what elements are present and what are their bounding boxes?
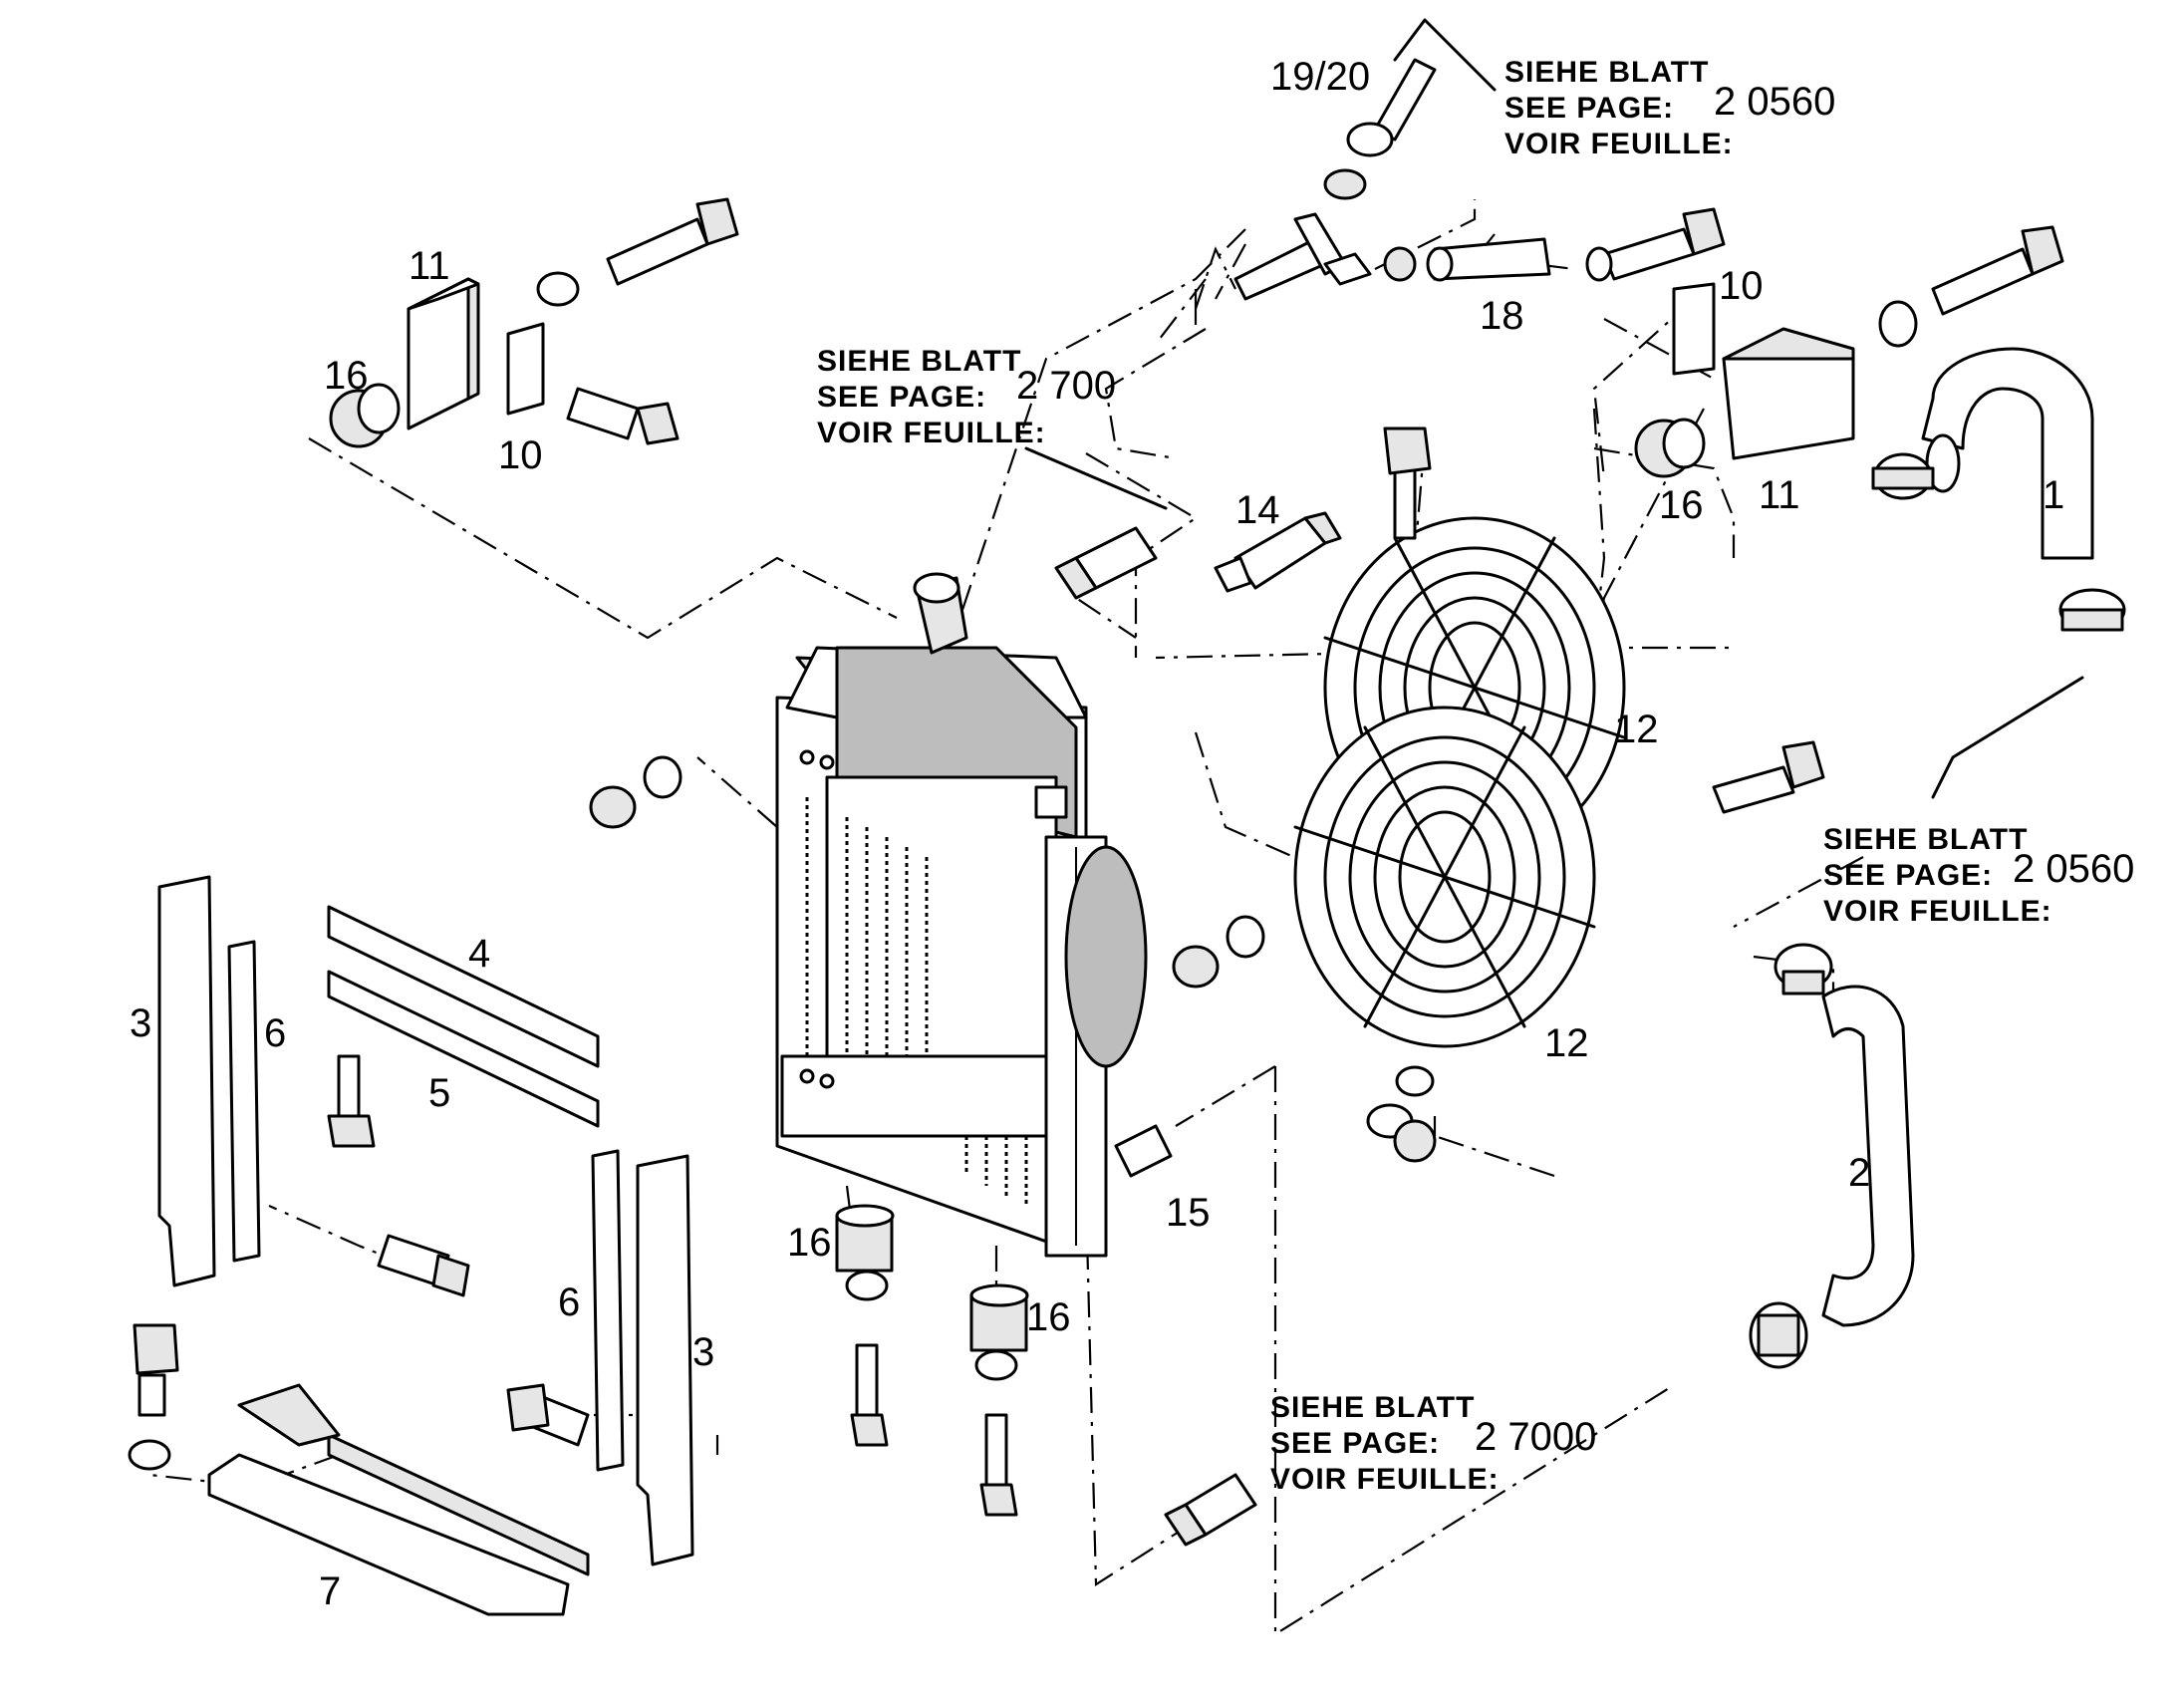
side-strip-left xyxy=(227,940,261,1263)
part-labels: 1 2 3 3 4 5 6 6 7 10 10 11 11 12 12 14 1… xyxy=(130,55,2064,1613)
label-mount-right-top: 16 xyxy=(1659,483,1704,527)
fitting-upper xyxy=(1054,526,1158,600)
strip-upper xyxy=(327,905,600,1068)
label-angle-bracket-right: 11 xyxy=(1759,473,1800,517)
ref-line1: SIEHE BLATT xyxy=(1270,1391,1475,1424)
ref-page: 2 7000 xyxy=(1475,1415,1596,1459)
ref-line1: SIEHE BLATT xyxy=(1823,823,2028,856)
label-drain-fitting: 15 xyxy=(1166,1191,1211,1235)
label-plate-left: 10 xyxy=(498,433,543,477)
plate-left xyxy=(506,322,545,416)
ref-line3: VOIR FEUILLE: xyxy=(1270,1463,1500,1496)
label-angle-bracket-left: 11 xyxy=(409,244,450,288)
y-fitting xyxy=(1233,58,1437,301)
label-fan-guard-upper: 12 xyxy=(1614,708,1659,751)
label-y-fitting: 19/20 xyxy=(1270,55,1370,99)
ref-line2: SEE PAGE: xyxy=(817,381,986,414)
label-side-strip-right: 6 xyxy=(558,1280,580,1324)
ref-line1: SIEHE BLATT xyxy=(1504,56,1709,89)
reference-block-right: SIEHE BLATT SEE PAGE: VOIR FEUILLE: 2 05… xyxy=(1823,676,2134,928)
reference-block-center: SIEHE BLATT SEE PAGE: VOIR FEUILLE: 2 70… xyxy=(817,345,1168,510)
temp-switch xyxy=(1214,511,1342,593)
side-bracket-right xyxy=(636,1154,694,1566)
radiator-assembly xyxy=(775,572,1148,1258)
label-temp-switch: 14 xyxy=(1235,488,1280,532)
hose-lower xyxy=(1821,985,1915,1327)
label-side-bracket-right: 3 xyxy=(692,1330,714,1374)
ref-page: 2 0560 xyxy=(2013,847,2134,891)
strip-lower xyxy=(327,970,600,1128)
label-strip-upper: 4 xyxy=(468,932,490,976)
ref-page: 2 0560 xyxy=(1714,80,1835,124)
ref-line1: SIEHE BLATT xyxy=(817,345,1021,378)
ref-line3: VOIR FEUILLE: xyxy=(1823,895,2052,928)
label-mount-left-top: 16 xyxy=(324,354,369,398)
bolts xyxy=(133,197,2064,1517)
angle-bracket-left xyxy=(407,277,480,430)
fitting-lower xyxy=(1164,1473,1257,1547)
plate-right xyxy=(1672,282,1716,376)
label-hose-lower: 2 xyxy=(1848,1151,1870,1195)
rubber-mounts xyxy=(329,383,1706,1352)
label-side-strip-left: 6 xyxy=(264,1011,286,1055)
bottom-plate xyxy=(207,1383,590,1616)
side-strip-right xyxy=(591,1149,625,1472)
label-bottom-plate: 7 xyxy=(319,1569,341,1613)
label-fan-guard-lower: 12 xyxy=(1544,1021,1589,1065)
label-strip-lower: 5 xyxy=(428,1071,450,1115)
clamps xyxy=(1366,452,2126,1369)
ref-page: 2 700 xyxy=(1016,364,1116,408)
reference-block-bottom: SIEHE BLATT SEE PAGE: VOIR FEUILLE: 2 70… xyxy=(1270,1391,1596,1496)
side-bracket-left xyxy=(157,875,216,1287)
drain-fitting xyxy=(1114,1124,1173,1178)
label-hose-upper: 1 xyxy=(2043,473,2064,517)
ref-line3: VOIR FEUILLE: xyxy=(817,417,1046,449)
fan-guard-lower xyxy=(1293,706,1596,1048)
label-mount-bottom-right: 16 xyxy=(1026,1295,1071,1339)
ref-line2: SEE PAGE: xyxy=(1270,1427,1440,1460)
label-plate-right: 10 xyxy=(1719,264,1764,308)
label-hose-short: 18 xyxy=(1480,294,1524,338)
ref-line2: SEE PAGE: xyxy=(1823,859,1993,892)
nuts-washers xyxy=(128,246,1918,1471)
ref-line3: VOIR FEUILLE: xyxy=(1504,128,1734,160)
reference-block-top-right: SIEHE BLATT SEE PAGE: VOIR FEUILLE: 2 05… xyxy=(1393,18,1835,160)
angle-bracket-right xyxy=(1722,327,1855,460)
ref-line2: SEE PAGE: xyxy=(1504,92,1674,125)
hose-short xyxy=(1383,237,1551,282)
label-mount-bottom-left: 16 xyxy=(787,1221,832,1265)
label-side-bracket-left: 3 xyxy=(130,1001,151,1045)
hose-upper xyxy=(1921,347,2094,560)
